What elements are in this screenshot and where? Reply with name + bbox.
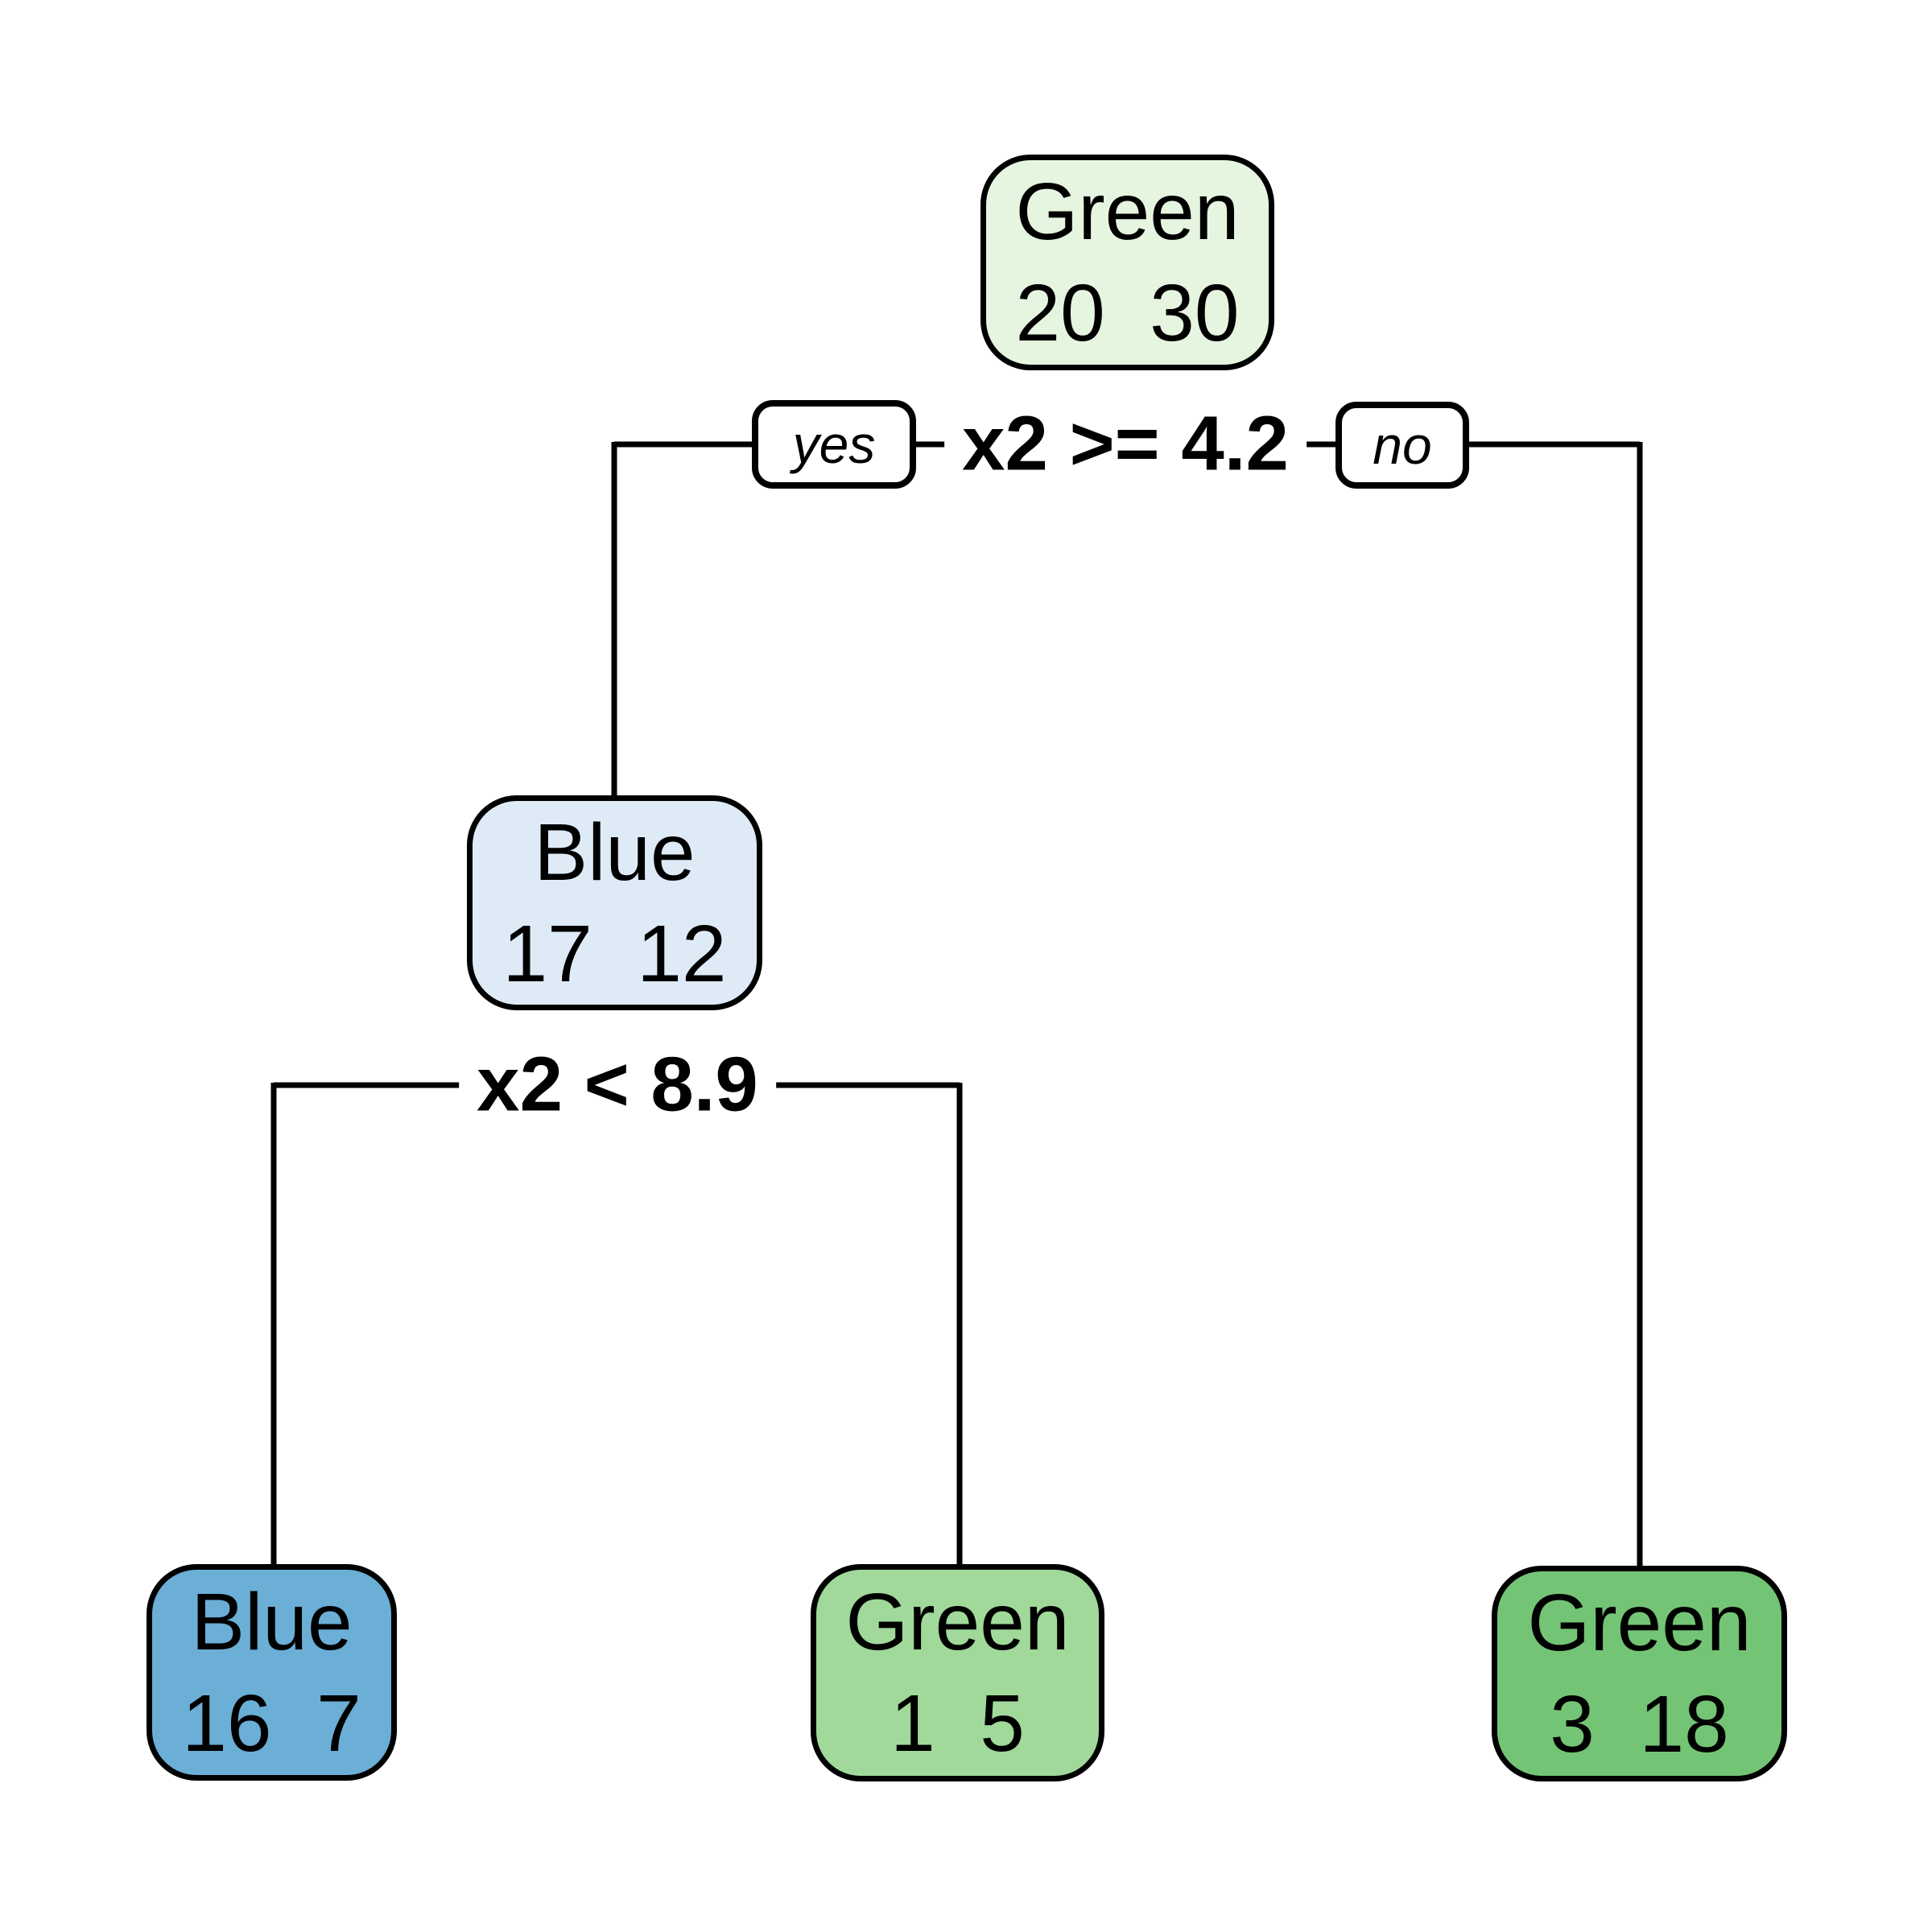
node-internal-blue: Blue 17 12 — [467, 795, 762, 1010]
yes-label: yes — [792, 415, 876, 474]
node-leaf-blue-counts: 16 7 — [182, 1678, 361, 1769]
no-label: no — [1373, 415, 1432, 475]
node-leaf-green-right-counts: 3 18 — [1550, 1679, 1729, 1769]
node-leaf-green-middle-class: Green — [845, 1577, 1070, 1667]
node-leaf-blue: Blue 16 7 — [147, 1564, 397, 1781]
no-label-box: no — [1335, 402, 1469, 489]
node-leaf-green-middle: Green 1 5 — [811, 1564, 1104, 1781]
node-internal-blue-class: Blue — [534, 807, 696, 898]
split-condition-second: x2 < 8.9 — [459, 1042, 776, 1128]
node-leaf-blue-class: Blue — [191, 1576, 353, 1667]
yes-label-box: yes — [752, 400, 916, 489]
node-leaf-green-middle-counts: 1 5 — [890, 1678, 1025, 1769]
split-condition-root: x2 >= 4.2 — [944, 402, 1307, 487]
node-root: Green 20 30 — [980, 155, 1274, 370]
node-root-counts: 20 30 — [1015, 268, 1240, 358]
node-leaf-green-right-class: Green — [1527, 1578, 1752, 1668]
node-root-class: Green — [1015, 167, 1240, 257]
node-leaf-green-right: Green 3 18 — [1492, 1566, 1787, 1781]
node-internal-blue-counts: 17 12 — [502, 908, 727, 999]
